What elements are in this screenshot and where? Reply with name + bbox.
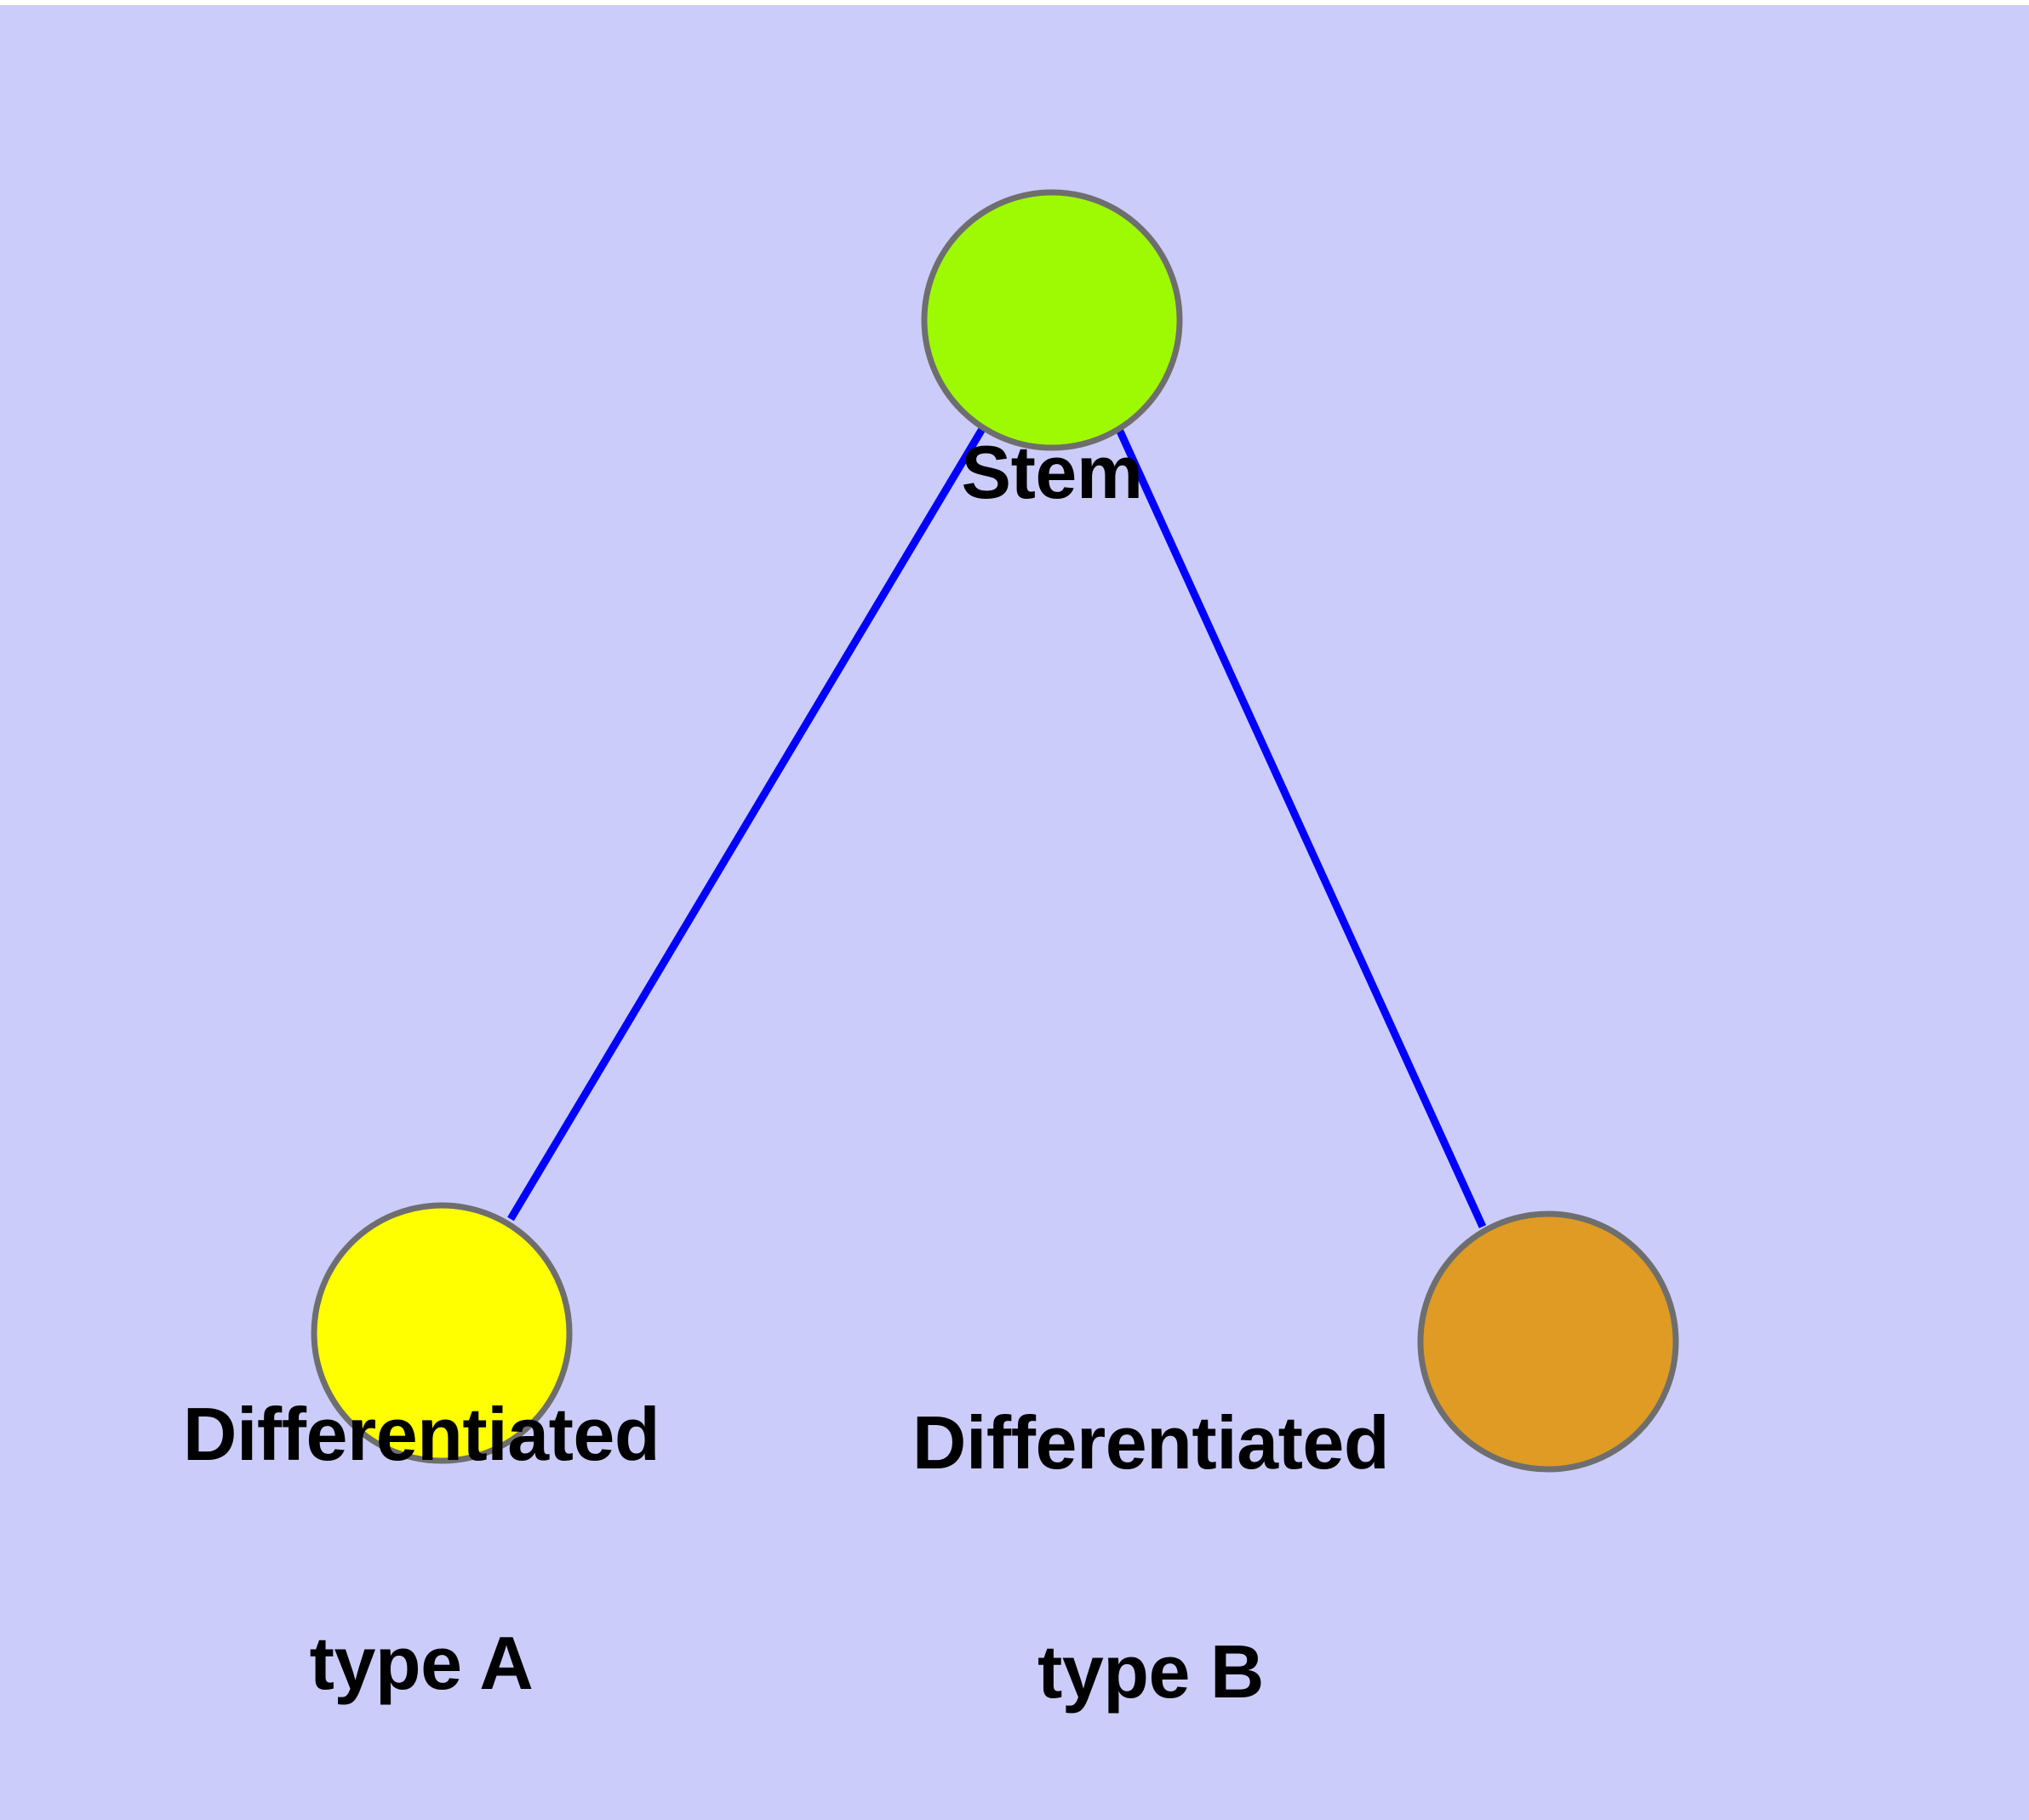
edge-layer (507, 424, 1487, 1228)
node-layer (311, 189, 1679, 1473)
node-stem-circle[interactable] (921, 189, 1183, 451)
node-diff-b-circle[interactable] (1417, 1210, 1679, 1473)
edge-stem-to-diff-b[interactable] (1113, 424, 1487, 1228)
node-diff-a-circle[interactable] (311, 1202, 573, 1464)
edge-stem-to-diff-a[interactable] (507, 426, 986, 1222)
